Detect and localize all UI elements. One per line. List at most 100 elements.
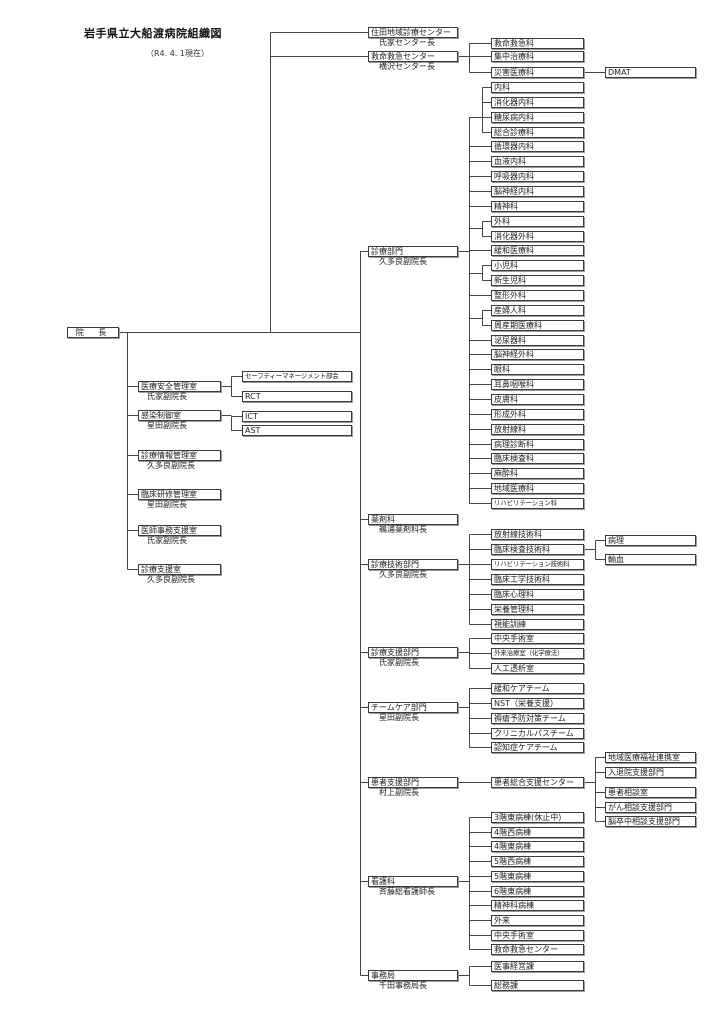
section-box: 緩和医療科 (491, 245, 584, 256)
section-box: リハビリテーション技術科 (491, 559, 584, 570)
subsection-box: 脳卒中相談支援部門 (605, 816, 696, 827)
as-of-date: （R4. 4. 1現在） (146, 49, 209, 58)
connector-patient-support (458, 757, 605, 822)
section-box: 泌尿器科 (491, 335, 584, 346)
connector-nursing (458, 817, 491, 950)
section-box: 新生児科 (491, 275, 584, 286)
department-box: 診療支援部門 (368, 647, 458, 658)
department-box: 看護科 (368, 876, 458, 887)
connector-emergency (458, 43, 605, 73)
section-box: 呼吸器内科 (491, 171, 584, 182)
staff-office-head: 氏家副院長 (147, 536, 187, 545)
connector-clinical (458, 87, 491, 504)
department-head: 鵜浦薬剤科長 (379, 525, 427, 534)
department-head: 氏家副院長 (379, 658, 419, 667)
section-box: 医事経営課 (491, 961, 584, 972)
section-box: 形成外科 (491, 409, 584, 420)
section-box: 外科 (491, 216, 584, 227)
staff-office-box: 診療支援室 (138, 564, 221, 575)
subsection-box: 患者相談室 (605, 787, 696, 798)
director-box: 院 長 (67, 327, 119, 338)
staff-office-head: 星田副院長 (147, 421, 187, 430)
section-box: 放射線科 (491, 424, 584, 435)
section-box: 災害医療科 (491, 67, 584, 78)
connector-safety (221, 376, 242, 397)
department-box: 住田地域診療センター (368, 27, 458, 38)
section-box: 総務課 (491, 980, 584, 991)
section-box: 臨床検査技術科 (491, 544, 584, 555)
staff-office-box: 感染制御室 (138, 410, 221, 421)
section-box: 3階東病棟(休止中) (491, 812, 584, 823)
section-box: 患者総合支援センター (491, 777, 584, 788)
department-box: 救命救急センター (368, 51, 458, 62)
subsection-box: がん相談支援部門 (605, 802, 696, 813)
section-box: 褥瘡予防対策チーム (491, 713, 584, 724)
section-box: 5階東病棟 (491, 871, 584, 882)
section-box: 人工透析室 (491, 663, 584, 674)
section-box: 消化器内科 (491, 97, 584, 108)
department-head: 横沢センター長 (379, 62, 435, 71)
section-box: 脳神経外科 (491, 349, 584, 360)
section-box: 中央手術室 (491, 930, 584, 941)
department-box: 薬剤科 (368, 514, 458, 525)
subsection-box: DMAT (605, 67, 696, 78)
section-box: 緩和ケアチーム (491, 683, 584, 694)
department-box: 診療部門 (368, 246, 458, 257)
section-box: 栄養管理科 (491, 604, 584, 615)
department-head: 久多良副院長 (379, 570, 427, 579)
section-box: 救命救急科 (491, 38, 584, 49)
section-box: 産婦人科 (491, 305, 584, 316)
section-box: 地域医療科 (491, 483, 584, 494)
section-box: 周産期医療科 (491, 320, 584, 331)
section-box: 臨床工学技術科 (491, 574, 584, 585)
connector-technical (458, 534, 605, 625)
staff-office-head: 氏家副院長 (147, 392, 187, 401)
section-box: 認知症ケアチーム (491, 742, 584, 753)
connector-director-main (119, 251, 361, 976)
connector-admin (458, 966, 491, 986)
section-box: リハビリテーション科 (491, 498, 584, 509)
section-box: 小児科 (491, 260, 584, 271)
section-box: 精神科 (491, 201, 584, 212)
staff-office-box: 医療安全管理室 (138, 381, 221, 392)
section-box: 放射線技術科 (491, 529, 584, 540)
staff-office-box: 診療情報管理室 (138, 450, 221, 461)
subsection-box: 病理 (605, 535, 696, 546)
section-box: 麻酔科 (491, 468, 584, 479)
connector-dept-branches (360, 251, 368, 976)
department-box: 患者支援部門 (368, 777, 458, 788)
section-box: 整形外科 (491, 290, 584, 301)
department-head: 村上副院長 (379, 788, 419, 797)
staff-office-head: 久多良副院長 (147, 461, 195, 470)
staff-office-box: 医師事務支援室 (138, 525, 221, 536)
department-head: 斉藤総看護師長 (379, 887, 435, 896)
staff-office-head: 星田副院長 (147, 500, 187, 509)
connector-teamcare (458, 688, 491, 748)
section-box: 外来 (491, 915, 584, 926)
section-box: 皮膚科 (491, 394, 584, 405)
connector-staff-offices (127, 332, 138, 570)
section-box: 救命救急センター (491, 944, 584, 955)
section-box: 臨床検査科 (491, 453, 584, 464)
department-box: 事務局 (368, 970, 458, 981)
section-box: 循環器内科 (491, 141, 584, 152)
section-box: 消化器外科 (491, 231, 584, 242)
section-box: 外来治療室（化学療法） (491, 648, 584, 659)
section-box: NST（栄養支援） (491, 698, 584, 709)
committee-box: RCT (242, 391, 352, 402)
connector-support (458, 638, 491, 669)
section-box: 6階東病棟 (491, 886, 584, 897)
section-box: 病理診断科 (491, 439, 584, 450)
subsection-box: 地域医療福祉連携室 (605, 752, 696, 763)
section-box: 耳鼻咽喉科 (491, 379, 584, 390)
subsection-box: 入退院支援部門 (605, 767, 696, 778)
section-box: 集中治療科 (491, 51, 584, 62)
department-head: 千田事務局長 (379, 981, 427, 990)
connector-top-branch (270, 32, 368, 333)
department-head: 久多良副院長 (379, 257, 427, 266)
section-box: 中央手術室 (491, 633, 584, 644)
section-box: 4階西病棟 (491, 827, 584, 838)
section-box: 眼科 (491, 364, 584, 375)
section-box: 血液内科 (491, 156, 584, 167)
